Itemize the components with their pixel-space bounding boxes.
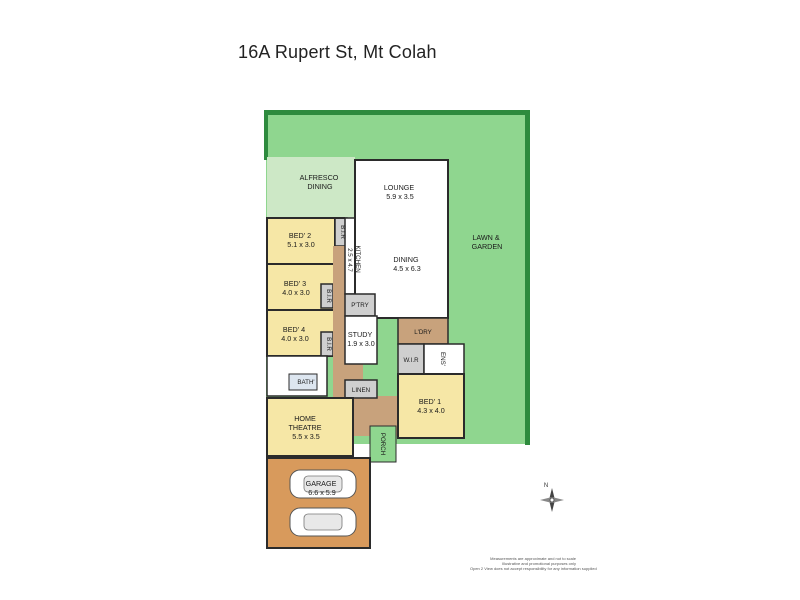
compass-icon: N (540, 483, 564, 512)
compass-north-label: N (544, 483, 548, 489)
home-theatre-room (266, 397, 354, 457)
bir-label-4: B.I.R (325, 337, 332, 351)
disclaimer-line-3: Open 2 View does not accept responsibili… (470, 566, 597, 571)
hedge-top (266, 110, 530, 115)
bath-label: BATH' (297, 379, 314, 386)
kitchen-label: KITCHEN 2.5 x 4.7 (346, 246, 361, 275)
laundry-label: L'DRY (414, 329, 432, 336)
disclaimer-line-2: Illustrative and promotional purposes on… (502, 561, 576, 566)
linen-label: LINEN (352, 387, 370, 394)
hedge-right (525, 110, 530, 445)
lounge-label: LOUNGE 5.9 x 3.5 (384, 183, 416, 201)
hedge-left (264, 110, 268, 160)
bed1-label: BED' 1 4.3 x 4.0 (417, 397, 445, 415)
bed3-label: BED' 3 4.0 x 3.0 (282, 279, 310, 297)
bed1-room (397, 373, 465, 439)
garage-label: GARAGE 6.6 x 5.9 (306, 479, 339, 497)
study-room (344, 315, 378, 365)
page-title: 16A Rupert St, Mt Colah (238, 42, 437, 62)
home-theatre-label: HOME THEATRE 5.5 x 3.5 (288, 414, 323, 441)
wir-label: W.I.R (403, 357, 419, 364)
alfresco-area (267, 157, 355, 218)
bed2-label: BED' 2 5.1 x 3.0 (287, 231, 315, 249)
car-icon-1 (289, 469, 357, 499)
porch-area (369, 425, 397, 463)
study-label: STUDY 1.9 x 3.0 (347, 330, 375, 348)
bir-label-3: B.I.R (325, 289, 332, 303)
car-icon-2 (289, 507, 357, 537)
alfresco-label: ALFRESCO DINING (300, 173, 341, 191)
porch-label: PORCH (379, 433, 386, 455)
bed4-label: BED' 4 4.0 x 3.0 (281, 325, 309, 343)
lawn-label: LAWN & GARDEN (472, 233, 503, 251)
bath-tub (288, 373, 318, 391)
ensuite-label: ENS' (439, 352, 446, 366)
disclaimer-line-1: Measurements are approximate and not to … (490, 556, 576, 561)
pantry-label: P'TRY (351, 302, 369, 309)
bir-label-2: B.I.R (339, 225, 346, 239)
dining-label: DINING 4.5 x 6.3 (393, 255, 421, 273)
lounge-dining-room (354, 159, 449, 319)
linen-room (344, 379, 378, 399)
disclaimer: Measurements are approximate and not to … (470, 556, 597, 571)
